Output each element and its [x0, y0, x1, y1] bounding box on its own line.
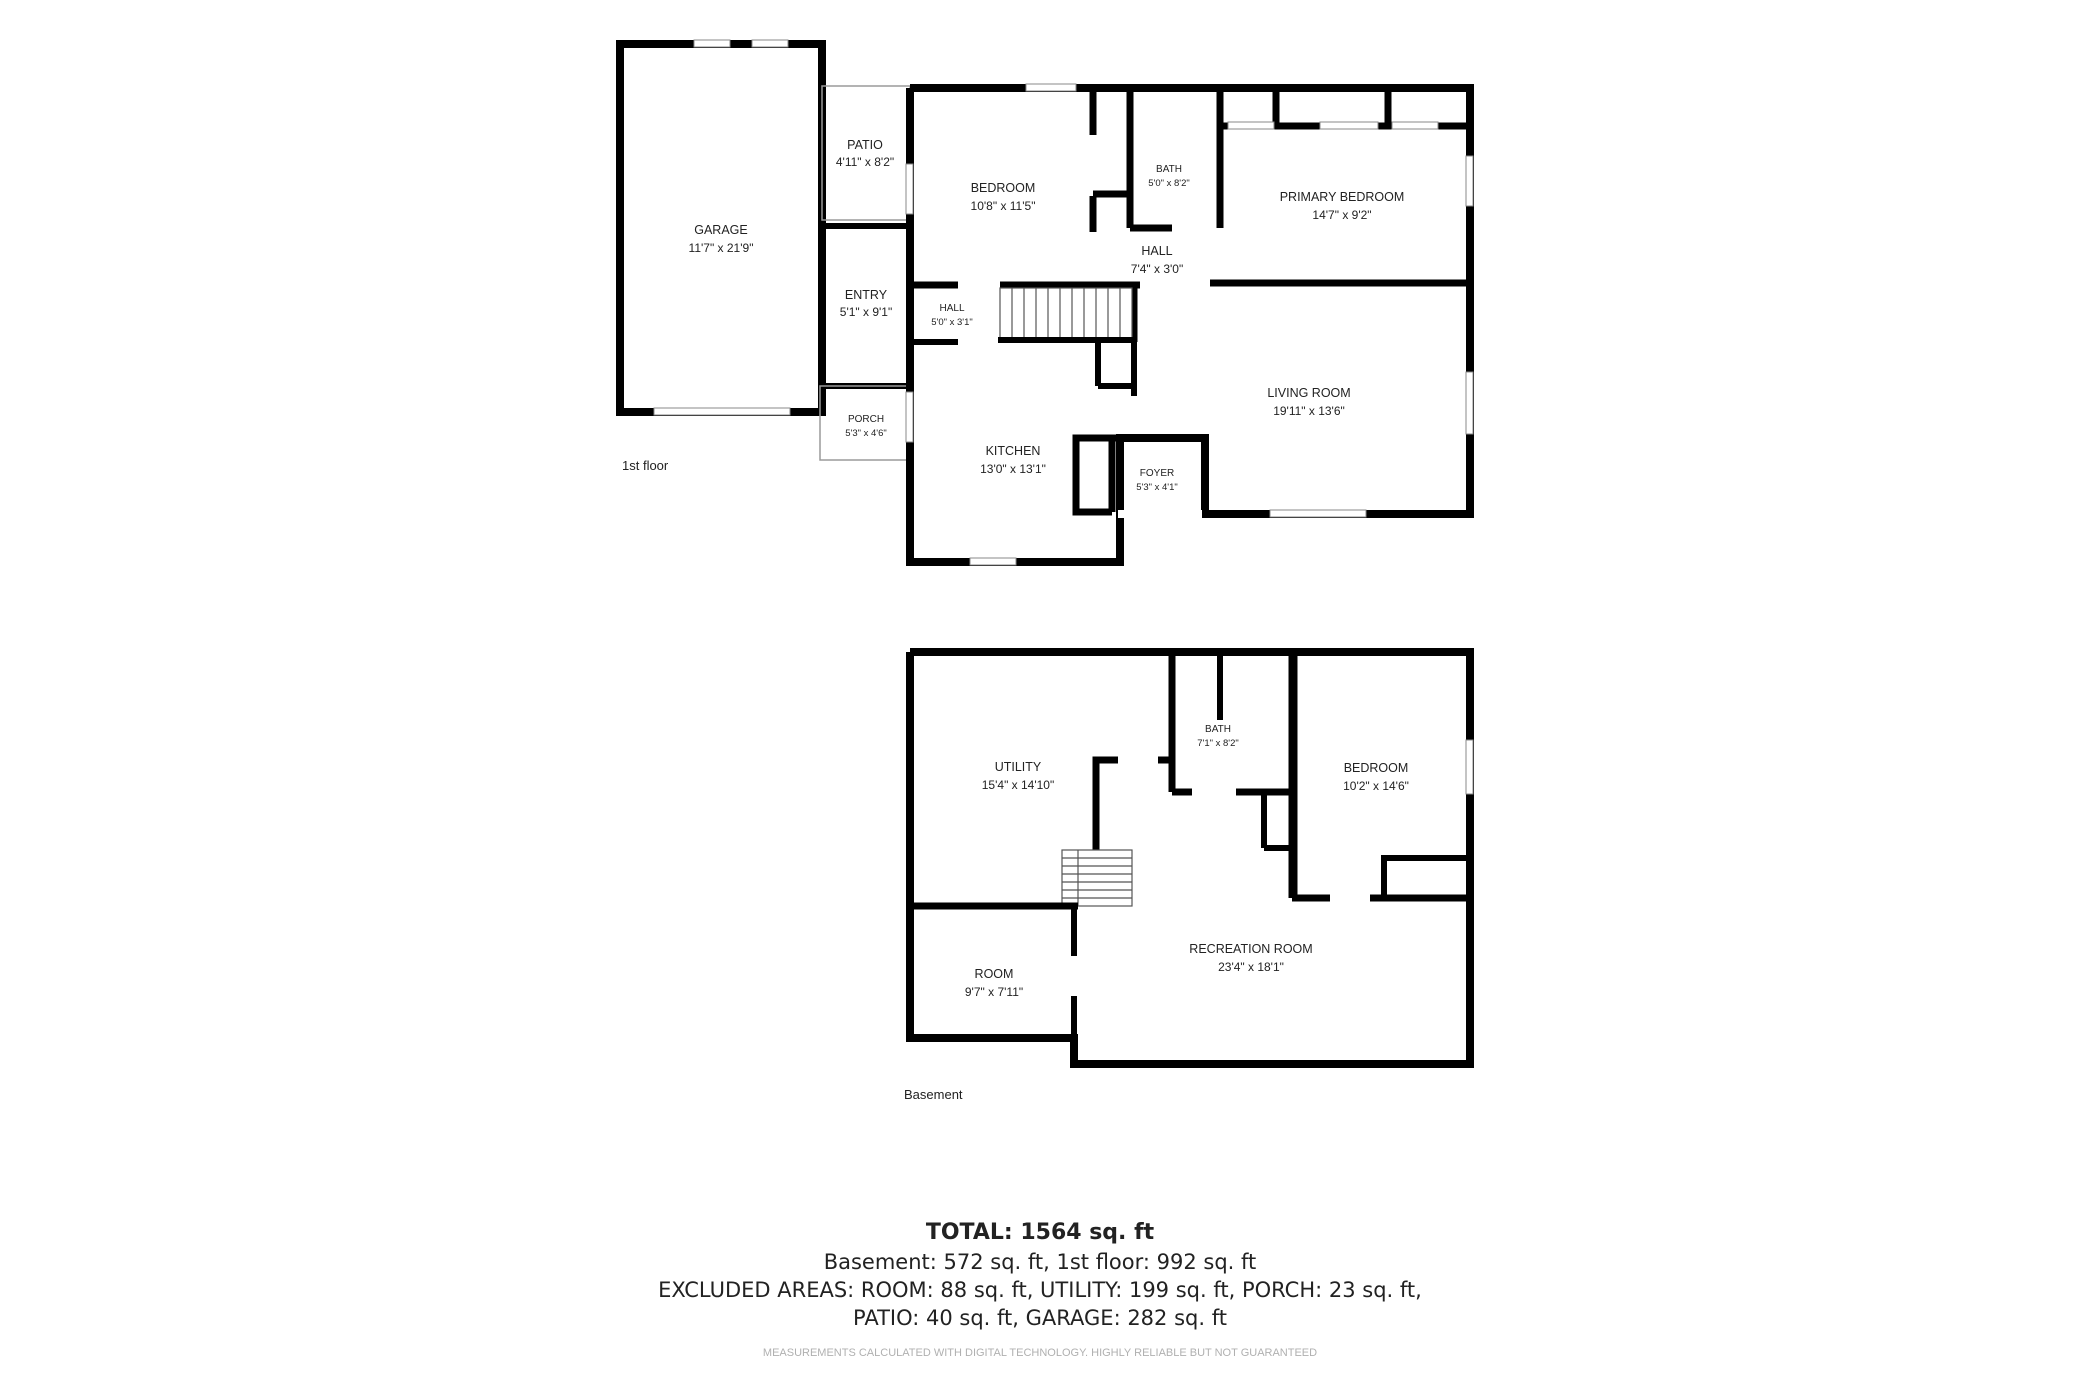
window [1025, 83, 1077, 92]
closet-door [1391, 121, 1439, 130]
excluded-areas-cont: PATIO: 40 sq. ft, GARAGE: 282 sq. ft [853, 1306, 1227, 1330]
basement-bedroom-name: BEDROOM [1344, 761, 1409, 775]
closet-door [1227, 121, 1275, 130]
recreation-room-dim: 23'4" x 18'1" [1218, 960, 1284, 974]
bath-name: BATH [1156, 164, 1182, 175]
disclaimer: MEASUREMENTS CALCULATED WITH DIGITAL TEC… [762, 1347, 1318, 1359]
bedroom-dim: 10'8" x 11'5" [971, 199, 1036, 213]
hall-upper-dim: 7'4" x 3'0" [1131, 262, 1183, 276]
closet-door [1319, 121, 1379, 130]
main-house-walls [906, 84, 1474, 566]
kitchen-name: KITCHEN [986, 444, 1041, 458]
window [1465, 155, 1474, 207]
garage-door [653, 407, 791, 416]
total-area: TOTAL: 1564 sq. ft [925, 1220, 1155, 1245]
utility-wall [1092, 756, 1172, 852]
hall-upper-name: HALL [1141, 244, 1172, 258]
basement-floor: UTILITY 15'4" x 14'10" BATH 7'1" x 8'2" … [904, 648, 1474, 1102]
closet-wall [1381, 855, 1470, 898]
patio-dim: 4'11" x 8'2" [836, 155, 894, 169]
patio-outline [821, 85, 911, 221]
garage-name: GARAGE [694, 223, 748, 237]
window [1269, 509, 1367, 518]
living-room-name: LIVING ROOM [1267, 386, 1350, 400]
room-dim: 9'7" x 7'11" [965, 985, 1023, 999]
foyer-dim: 5'3" x 4'1" [1136, 482, 1178, 493]
window [1465, 739, 1474, 795]
living-room-dim: 19'11" x 13'6" [1273, 404, 1345, 418]
recreation-room-name: RECREATION ROOM [1189, 942, 1312, 956]
patio-name: PATIO [847, 138, 883, 152]
foyer-name: FOYER [1140, 468, 1174, 479]
basement-bedroom-dim: 10'2" x 14'6" [1343, 779, 1409, 793]
foyer-walls [1072, 434, 1138, 516]
porch-dim: 5'3" x 4'6" [845, 428, 887, 439]
garage-window [693, 39, 731, 48]
first-floor-label: 1st floor [622, 458, 669, 473]
stairs [1061, 849, 1133, 907]
excluded-areas: EXCLUDED AREAS: ROOM: 88 sq. ft, UTILITY… [658, 1278, 1422, 1302]
first-floor: GARAGE 11'7" x 21'9" PATIO 4'11" x 8'2" … [616, 39, 1474, 566]
basement-walls [906, 648, 1474, 1068]
window [905, 163, 914, 215]
entry-dim: 5'1" x 9'1" [840, 305, 892, 319]
basement-bath-name: BATH [1205, 724, 1231, 735]
floor-areas: Basement: 572 sq. ft, 1st floor: 992 sq.… [823, 1250, 1257, 1274]
room-name: ROOM [975, 967, 1014, 981]
hall-small-dim: 5'0" x 3'1" [931, 317, 973, 328]
hall-small-name: HALL [939, 303, 964, 314]
porch-name: PORCH [848, 414, 884, 425]
doorway [1330, 894, 1370, 902]
doorway [1118, 510, 1202, 518]
utility-name: UTILITY [995, 760, 1042, 774]
garage-window [751, 39, 789, 48]
doorway [1192, 788, 1236, 796]
stairs [999, 287, 1133, 341]
doorway [1172, 224, 1216, 231]
window [905, 391, 914, 443]
entry-name: ENTRY [845, 288, 888, 302]
bedroom-name: BEDROOM [971, 181, 1036, 195]
doorway [1118, 756, 1158, 764]
garage-dim: 11'7" x 21'9" [689, 241, 754, 255]
bath-dim: 5'0" x 8'2" [1148, 178, 1190, 189]
basement-label: Basement [904, 1087, 963, 1102]
window [969, 557, 1017, 566]
window [1465, 371, 1474, 435]
utility-dim: 15'4" x 14'10" [982, 778, 1055, 792]
primary-bedroom-dim: 14'7" x 9'2" [1312, 208, 1371, 222]
basement-bath-dim: 7'1" x 8'2" [1197, 738, 1239, 749]
primary-bedroom-name: PRIMARY BEDROOM [1280, 190, 1405, 204]
kitchen-dim: 13'0" x 13'1" [980, 462, 1046, 476]
